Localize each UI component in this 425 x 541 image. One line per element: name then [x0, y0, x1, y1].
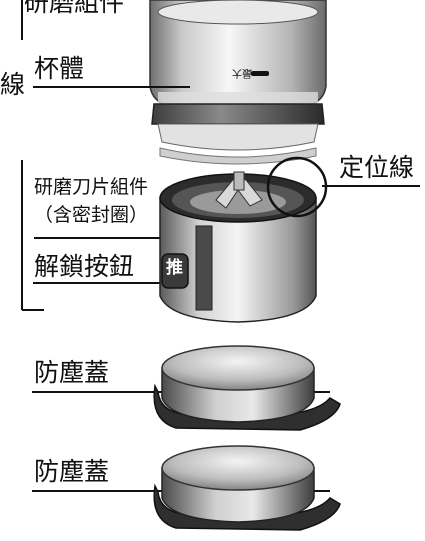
label-blade-assembly: 研磨刀片組件 [34, 176, 149, 198]
cup-body-illustration [149, 0, 327, 165]
label-bracket-side: 線 [0, 70, 26, 99]
label-dust-cover-2: 防塵蓋 [34, 457, 110, 486]
label-dust-cover-1: 防塵蓋 [34, 358, 110, 387]
push-button-glyph: 推 [166, 258, 183, 278]
grinder-bracket [21, 0, 44, 311]
grinder-base-illustration [159, 171, 317, 323]
label-release-button: 解鎖按鈕 [34, 252, 135, 281]
label-cup-body: 杯體 [34, 54, 85, 83]
label-grinder-assembly: 研磨組件 [24, 0, 125, 15]
label-positioning-line: 定位線 [339, 153, 415, 182]
cup-max-mark: 最大 [232, 67, 252, 78]
label-seal-ring: （含密封圈） [34, 204, 149, 226]
dust-cover-illustration-2 [153, 445, 341, 531]
dust-cover-illustration-1 [153, 345, 341, 431]
positioning-line-highlight [266, 156, 328, 218]
